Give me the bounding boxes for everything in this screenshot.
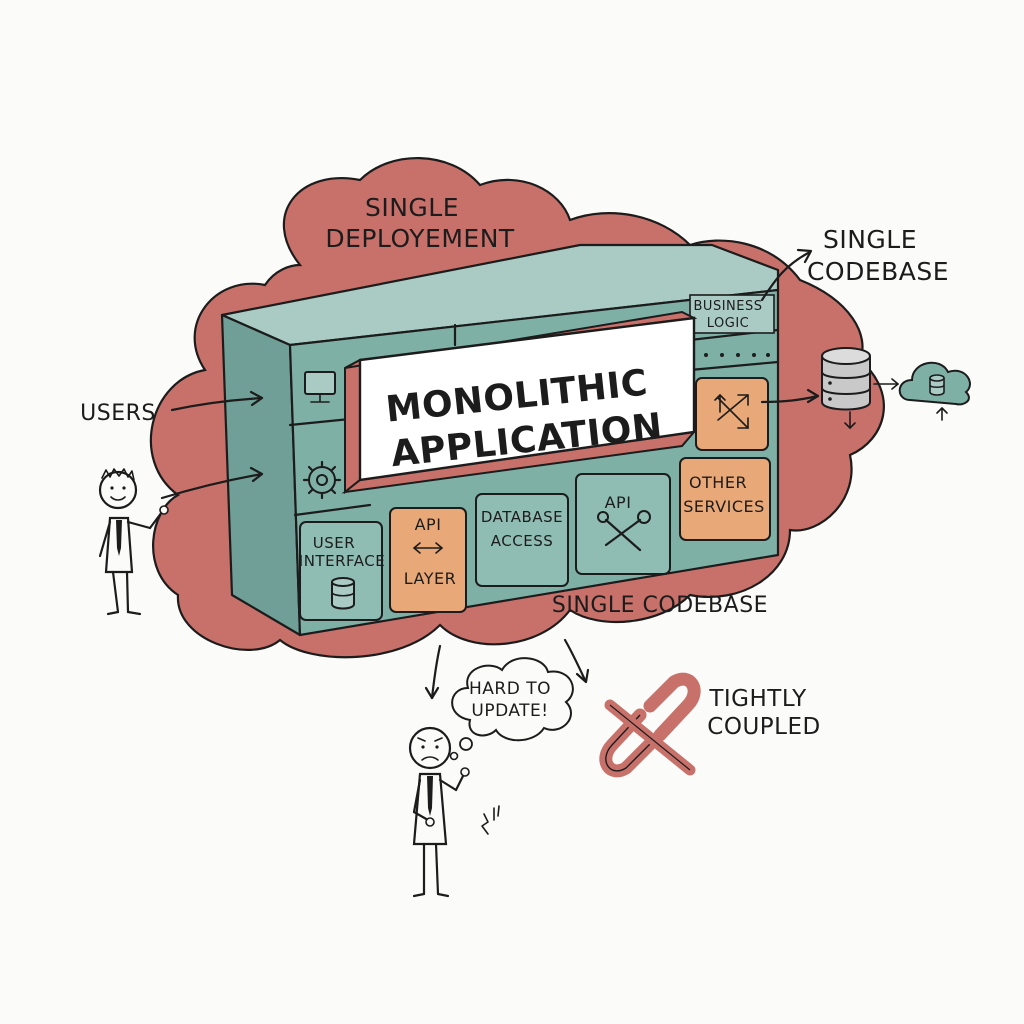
bidirectional-arrow-icon bbox=[413, 542, 443, 554]
tightly-coupled-line1: TIGHTLY bbox=[708, 686, 807, 712]
worried-stick-figure bbox=[408, 726, 470, 898]
users-arrow-bottom bbox=[160, 466, 264, 500]
database-access-line1: DATABASE bbox=[481, 508, 563, 526]
arrow-server-down bbox=[844, 411, 856, 429]
database-icon bbox=[331, 577, 355, 610]
single-codebase-top-line1: SINGLE bbox=[823, 225, 917, 254]
arrows-icon bbox=[714, 394, 749, 429]
api-layer-line1: API bbox=[415, 515, 442, 534]
arrow-down-right bbox=[563, 638, 590, 684]
dotted-separator bbox=[704, 353, 770, 357]
api-tools-module bbox=[575, 473, 671, 575]
gear-icon bbox=[302, 460, 342, 500]
users-label: USERS bbox=[80, 401, 156, 426]
api-layer-module bbox=[389, 507, 467, 613]
hard-to-update-line2: UPDATE! bbox=[471, 701, 548, 721]
single-codebase-top-line2: CODEBASE bbox=[807, 257, 949, 286]
business-logic-panel bbox=[689, 294, 775, 334]
database-access-line2: ACCESS bbox=[491, 532, 553, 550]
other-services-line2: SERVICES bbox=[683, 497, 765, 516]
single-deployment-label-line1: SINGLE bbox=[365, 193, 459, 222]
arrow-cloud-up bbox=[936, 407, 948, 421]
single-deployment-label-line2: DEPLOYEMENT bbox=[325, 224, 515, 253]
single-codebase-arrow bbox=[760, 248, 813, 302]
arrows-module bbox=[695, 377, 769, 451]
wrench-icon bbox=[597, 510, 651, 552]
arrow-to-cloud-db bbox=[873, 378, 899, 390]
tightly-coupled-line2: COUPLED bbox=[707, 714, 820, 740]
banner-face bbox=[358, 316, 696, 482]
server-stack-icon bbox=[821, 347, 871, 411]
arrow-to-server bbox=[760, 388, 820, 404]
api-tools-label: API bbox=[605, 493, 632, 512]
other-services-module bbox=[679, 457, 771, 541]
stress-marks bbox=[481, 805, 500, 835]
thought-bubble bbox=[449, 657, 574, 761]
other-services-line1: OTHER bbox=[689, 473, 747, 492]
banner-depth bbox=[344, 358, 361, 495]
monitor-icon bbox=[304, 371, 336, 403]
business-logic-line1: BUSINESS bbox=[694, 299, 763, 314]
hard-to-update-line1: HARD TO bbox=[469, 679, 551, 699]
single-codebase-bottom-label: SINGLE CODEBASE bbox=[552, 593, 768, 618]
cloud-database-icon bbox=[898, 361, 971, 406]
database-access-module bbox=[475, 493, 569, 587]
api-layer-line2: LAYER bbox=[404, 569, 456, 588]
user-stick-figure bbox=[98, 468, 169, 616]
user-interface-line1: USER bbox=[313, 534, 355, 552]
broken-chain-icon bbox=[599, 672, 701, 778]
users-arrow-top bbox=[170, 390, 264, 412]
user-interface-line2: INTERFACE bbox=[299, 552, 385, 570]
arrow-down-left bbox=[424, 644, 442, 700]
business-logic-line2: LOGIC bbox=[707, 316, 750, 331]
user-interface-module bbox=[299, 521, 383, 621]
